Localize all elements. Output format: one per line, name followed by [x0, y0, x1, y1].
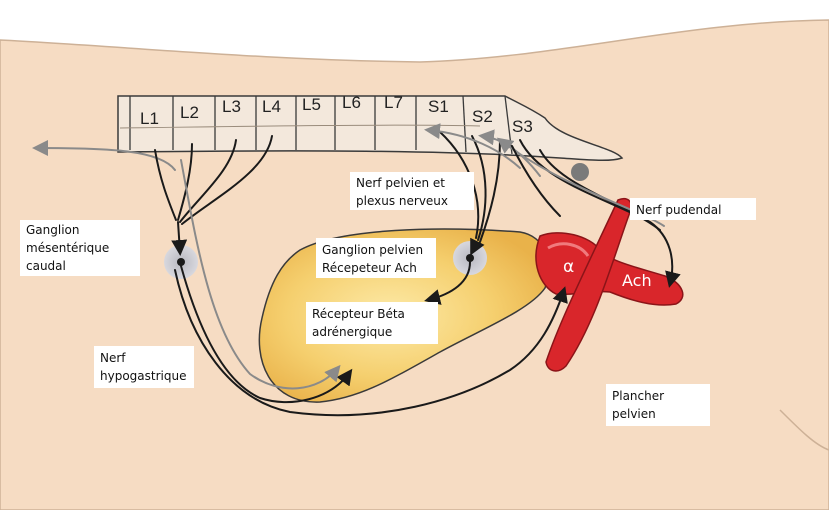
vertebra-label: S3: [512, 117, 533, 136]
ach-receptor-label: Ach: [622, 271, 652, 290]
vertebra-label: L1: [140, 109, 159, 128]
vertebra-label: L3: [222, 97, 241, 116]
pelvic-ganglion-node: [466, 254, 474, 262]
mesenteric-ganglion-node: [177, 258, 185, 266]
anus-marker: [571, 163, 589, 181]
alpha-receptor-label: α: [563, 257, 574, 277]
vertebra-label: L2: [180, 103, 199, 122]
vertebra-label: L4: [262, 97, 281, 116]
vertebra-label: S1: [428, 97, 449, 116]
vertebra-label: S2: [472, 107, 493, 126]
nerf-pudendal-label: Nerf pudendal: [636, 203, 721, 217]
vertebra-label: L5: [302, 95, 321, 114]
vertebra-label: L7: [384, 93, 403, 112]
vertebra-label: L6: [342, 93, 361, 112]
